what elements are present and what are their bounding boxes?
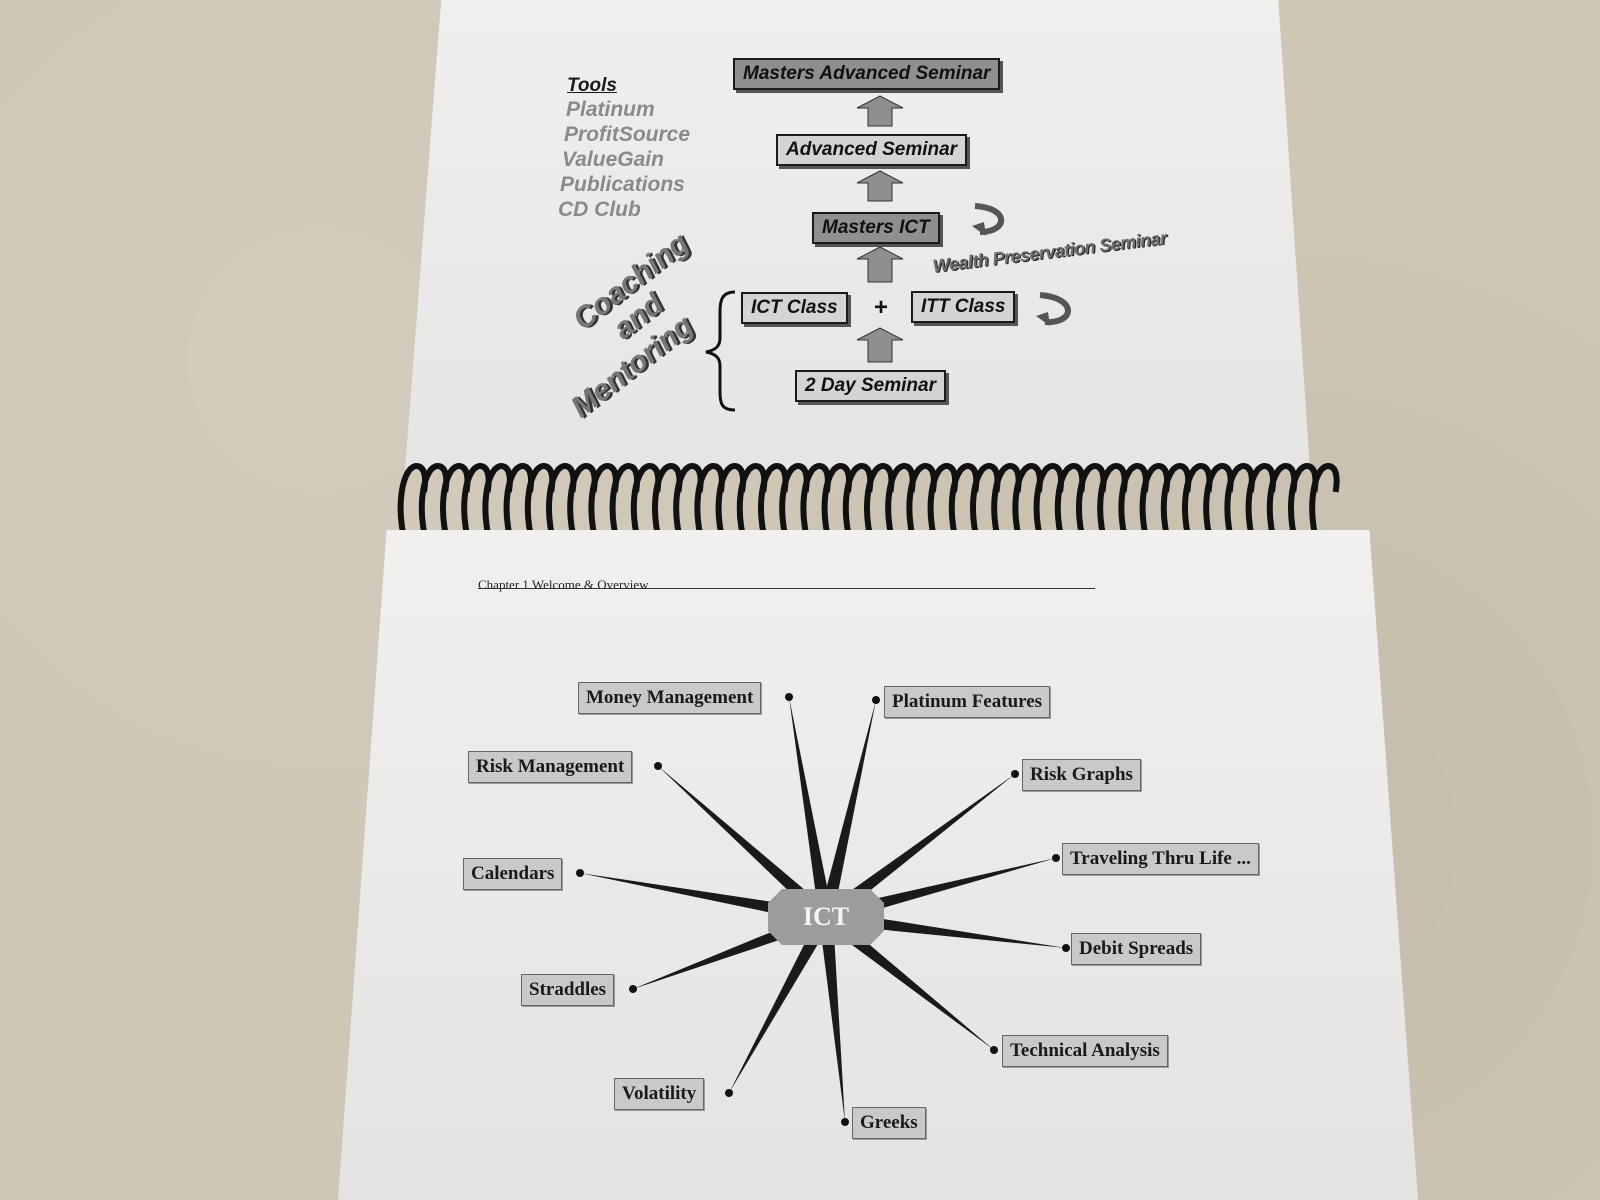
plus-sign: + [874, 294, 889, 321]
tool-item-publications: Publications [560, 173, 685, 196]
node-traveling-thru-life: Traveling Thru Life ... [1062, 843, 1259, 875]
node-platinum-features: Platinum Features [884, 686, 1051, 718]
node-money-management: Money Management [578, 682, 762, 714]
tool-item-platinum: Platinum [566, 98, 655, 121]
node-debit-spreads: Debit Spreads [1071, 933, 1202, 965]
tool-item-cd-club: CD Club [558, 198, 641, 221]
tool-item-valuegain: ValueGain [562, 148, 664, 171]
masters-ict-box: Masters ICT [812, 212, 940, 244]
masters-advanced-seminar-box: Masters Advanced Seminar [733, 58, 1001, 90]
node-technical-analysis: Technical Analysis [1002, 1035, 1168, 1067]
ict-center-node: ICT [768, 889, 884, 945]
itt-class-box: ITT Class [911, 291, 1016, 323]
node-risk-graphs: Risk Graphs [1022, 759, 1141, 791]
node-calendars: Calendars [463, 858, 563, 890]
two-day-seminar-box: 2 Day Seminar [795, 370, 946, 402]
node-straddles: Straddles [521, 974, 615, 1006]
ict-class-box: ICT Class [741, 292, 848, 324]
tools-title: Tools [567, 75, 617, 96]
node-greeks: Greeks [852, 1107, 926, 1139]
node-risk-management: Risk Management [468, 751, 633, 783]
chapter-header: Chapter 1 Welcome & Overview [478, 577, 649, 592]
advanced-seminar-box: Advanced Seminar [776, 134, 968, 166]
chapter-header-rule [478, 588, 1095, 589]
tool-item-profitsource: ProfitSource [564, 123, 691, 146]
node-volatility: Volatility [614, 1078, 705, 1110]
